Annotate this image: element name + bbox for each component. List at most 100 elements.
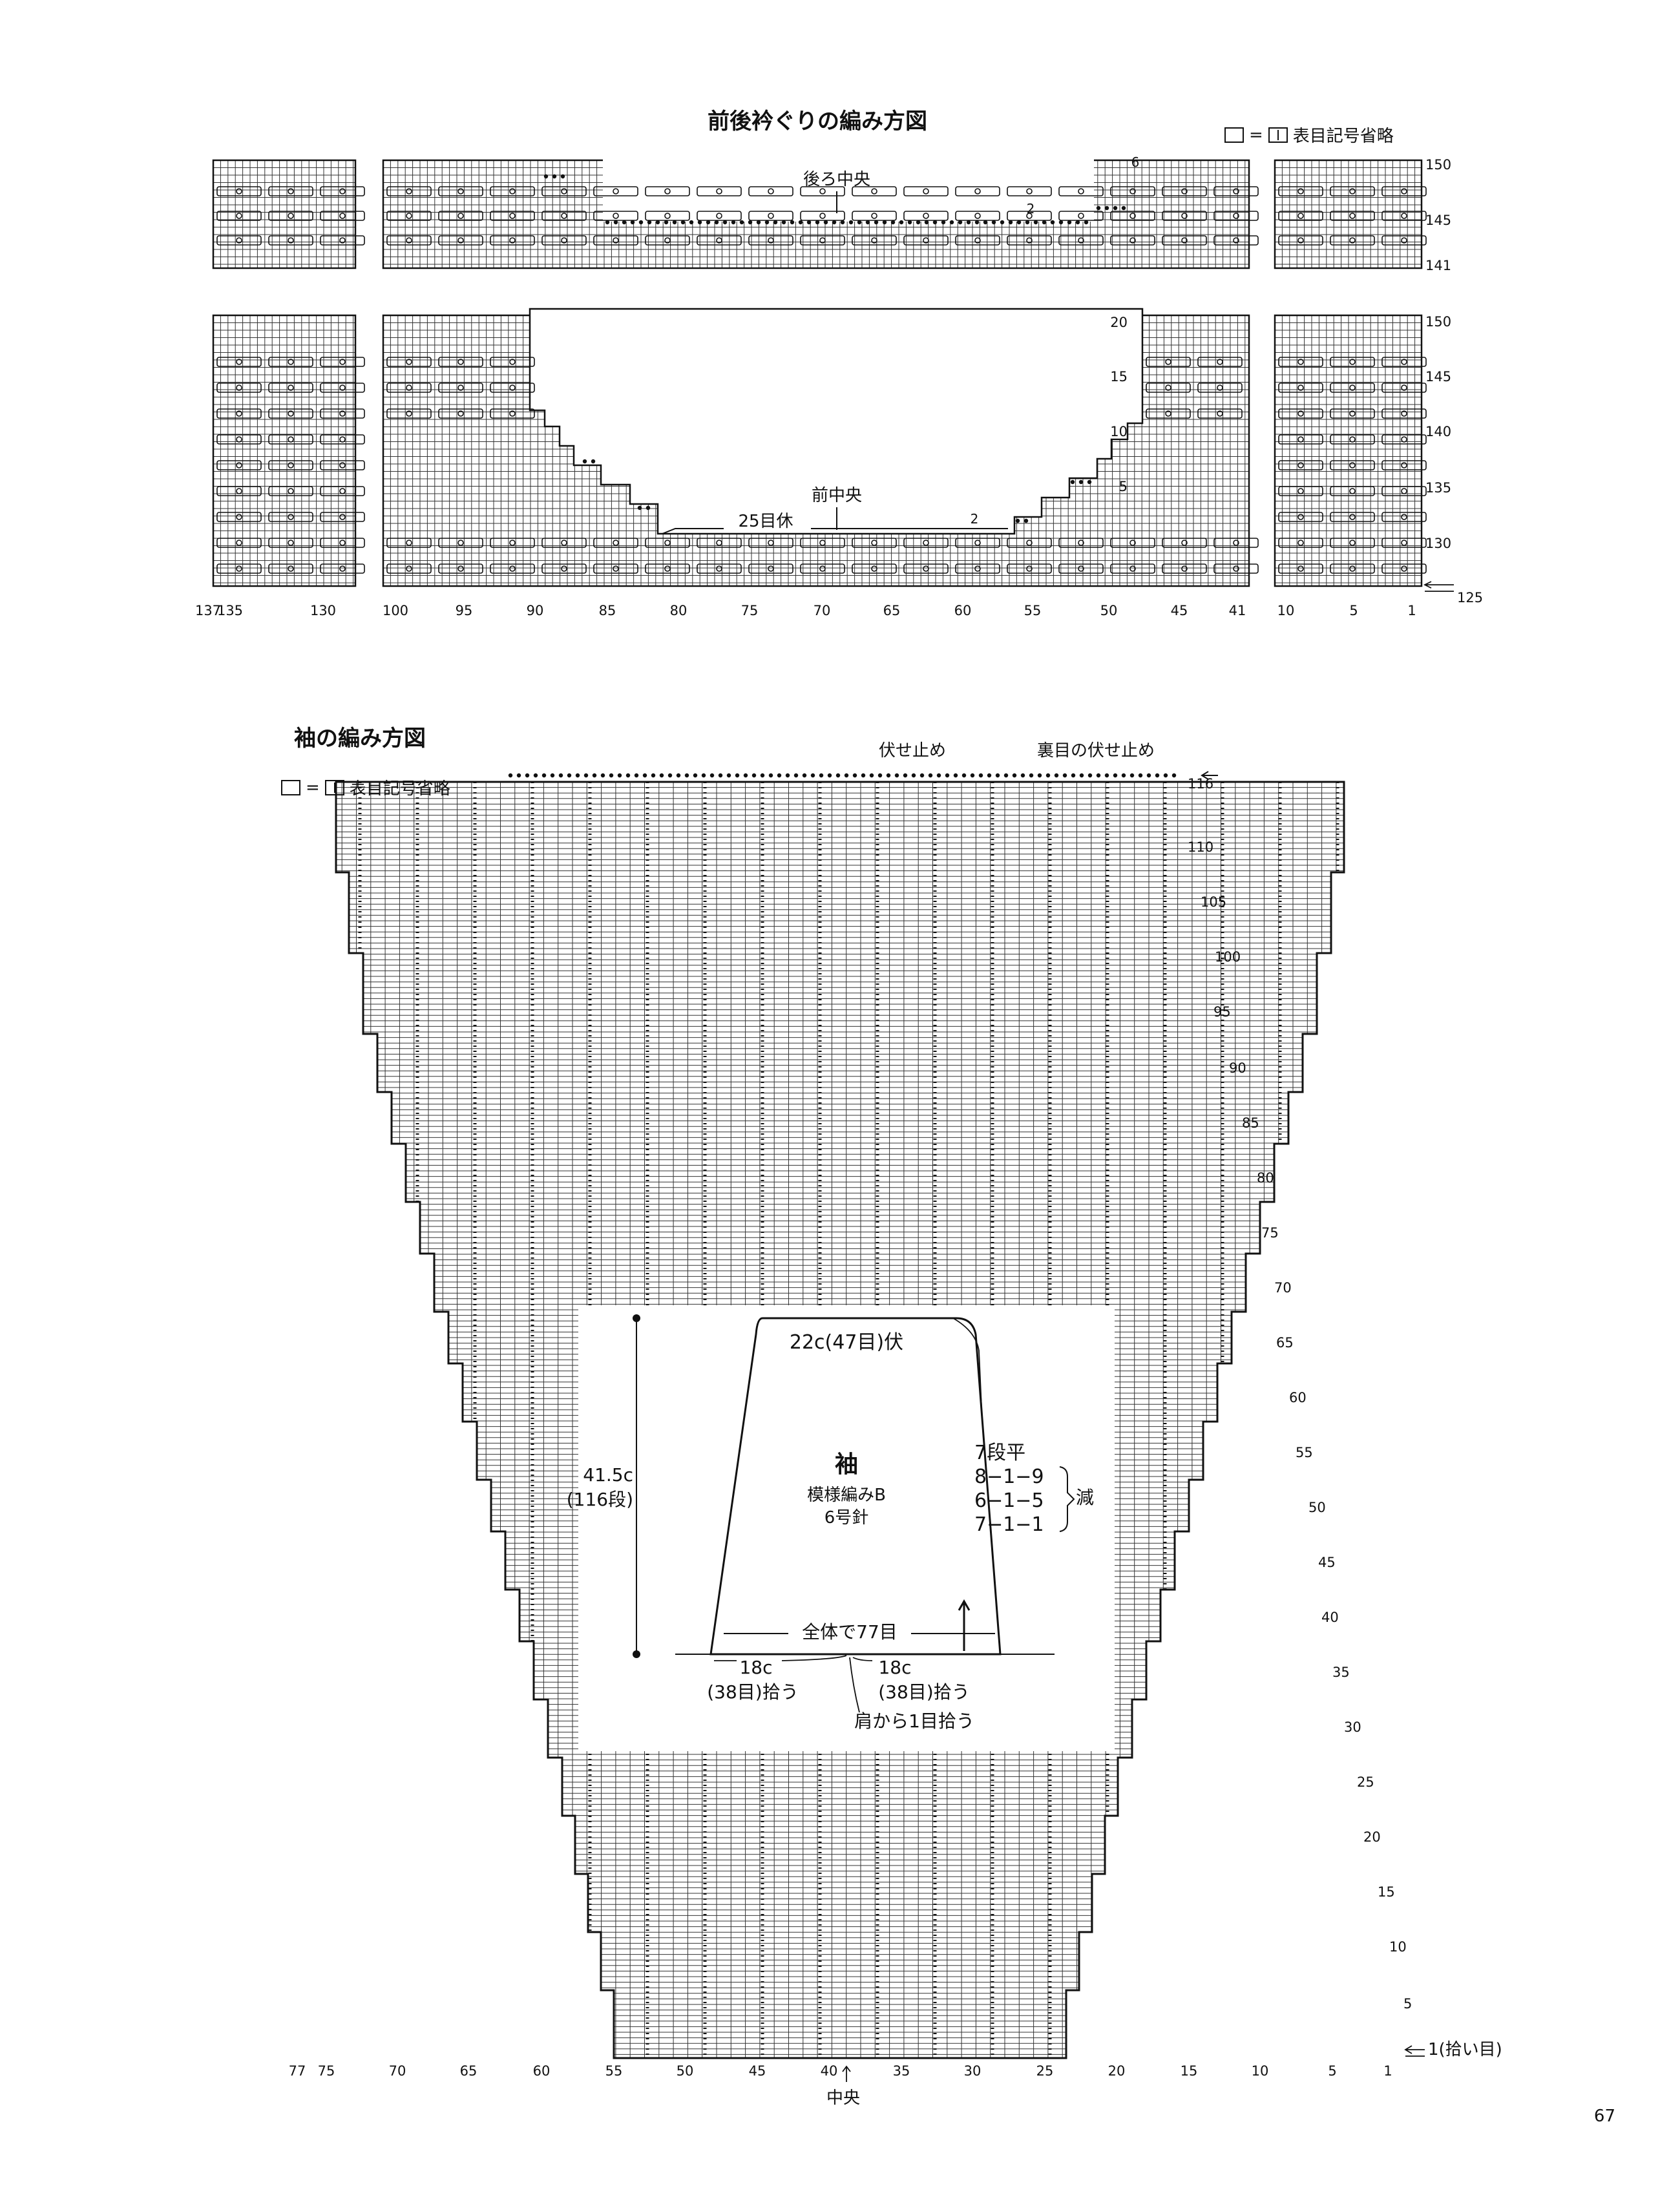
- front-cable: [386, 563, 432, 574]
- front-cable-loop: [1297, 540, 1304, 546]
- back-cable-loop: [768, 237, 774, 244]
- sleeve-legend-text: 表目記号省略: [349, 779, 450, 799]
- front-cable-loop: [1401, 540, 1407, 546]
- front-cable: [1330, 538, 1375, 548]
- back-neck-dots: [664, 220, 669, 225]
- bind-off-dots: [609, 773, 614, 778]
- front-cable-loop: [288, 410, 294, 417]
- front-col-label: 85: [599, 603, 616, 618]
- front-col-label: 137: [195, 603, 221, 618]
- bind-off-dots: [1087, 773, 1093, 778]
- front-cable-loop: [1349, 436, 1356, 443]
- decrease-rule-line: 7段平: [974, 1442, 1025, 1464]
- front-cable: [1278, 538, 1323, 548]
- back-neck-dots: [638, 220, 644, 225]
- front-cable: [1007, 538, 1052, 548]
- front-cable: [268, 486, 313, 496]
- back-row-label: 150: [1425, 157, 1451, 173]
- bind-off-arrow: [1201, 771, 1218, 780]
- back-cable-loop: [406, 237, 412, 244]
- front-cable-loop: [236, 565, 242, 572]
- sleeve-row-label: 105: [1201, 894, 1226, 910]
- back-cable: [1330, 235, 1375, 246]
- front-side-mark: 10: [1110, 424, 1128, 439]
- front-neck-dots: [582, 459, 587, 464]
- bind-off-dots: [1045, 773, 1051, 778]
- back-cable-loop: [1181, 188, 1188, 194]
- front-cable-loop: [1217, 384, 1223, 391]
- front-neck-dots: [646, 505, 651, 510]
- back-cable: [800, 211, 845, 221]
- front-cable: [438, 383, 483, 393]
- back-cable-loop: [819, 188, 826, 194]
- front-cable: [1278, 408, 1323, 419]
- bind-off-dots: [970, 773, 975, 778]
- back-grid-left-border: [212, 159, 357, 269]
- bind-off-dots: [508, 773, 513, 778]
- back-neck-dots: [1000, 220, 1005, 225]
- sleeve-col-label: 1: [1383, 2063, 1392, 2079]
- front-cable-loop: [1401, 565, 1407, 572]
- back-cable: [1058, 211, 1104, 221]
- front-cable: [320, 434, 365, 445]
- front-cable-loop: [339, 436, 346, 443]
- back-neck-dots: [991, 220, 996, 225]
- back-cable-loop: [1297, 188, 1304, 194]
- bind-off-dots: [861, 773, 866, 778]
- back-cable-loop: [1401, 213, 1407, 219]
- front-cable: [1330, 563, 1375, 574]
- bind-off-dots: [886, 773, 891, 778]
- back-cable: [1162, 235, 1207, 246]
- neckline-title: 前後衿ぐりの編み方図: [708, 109, 927, 134]
- back-cable-loop: [871, 237, 877, 244]
- bind-off-dots: [1071, 773, 1076, 778]
- knit-stitch-icon: [324, 779, 344, 795]
- bind-off-dots: [600, 773, 605, 778]
- back-cable: [1007, 211, 1052, 221]
- front-cable-loop: [1217, 410, 1223, 417]
- back-cable: [1213, 211, 1259, 221]
- front-col-label: 45: [1171, 603, 1188, 618]
- back-cable-loop: [288, 188, 294, 194]
- back-shoulder-dots: [560, 174, 565, 179]
- front-cable-loop: [1026, 565, 1033, 572]
- back-neck-dots: [790, 220, 795, 225]
- back-neck-dots: [714, 220, 719, 225]
- front-cable-loop: [613, 540, 619, 546]
- back-cable: [593, 186, 638, 196]
- back-cable: [1381, 211, 1427, 221]
- back-neck-dots: [806, 220, 812, 225]
- height-rows-label: (116段): [567, 1489, 633, 1510]
- front-cable: [1381, 512, 1427, 522]
- bind-off-dots: [709, 773, 715, 778]
- front-cable: [268, 434, 313, 445]
- back-cable: [1162, 211, 1207, 221]
- front-cable-loop: [1297, 359, 1304, 365]
- back-neck-dots: [865, 220, 870, 225]
- front-cable: [852, 563, 897, 574]
- back-cable: [1110, 211, 1155, 221]
- knit-stitch-icon: [1268, 127, 1288, 143]
- back-neck-dots: [798, 220, 803, 225]
- front-side-mark: 15: [1110, 369, 1128, 384]
- bind-off-dots: [1146, 773, 1151, 778]
- front-cable-loop: [768, 540, 774, 546]
- bind-off-dots: [693, 773, 698, 778]
- front-cable: [268, 563, 313, 574]
- bind-off-dots: [852, 773, 857, 778]
- front-row-label: 135: [1425, 480, 1451, 496]
- back-cable: [1381, 186, 1427, 196]
- front-rest-line: [662, 528, 1008, 534]
- front-cable: [1381, 538, 1427, 548]
- bind-off-dots: [768, 773, 773, 778]
- front-cable-loop: [509, 565, 516, 572]
- bind-off-dots: [1113, 773, 1118, 778]
- sleeve-row-label: 50: [1308, 1500, 1326, 1515]
- sleeve-row-label: 75: [1261, 1225, 1279, 1241]
- back-cable: [903, 186, 949, 196]
- bind-off-dots: [575, 773, 580, 778]
- front-cable: [320, 486, 365, 496]
- back-cable: [1110, 186, 1155, 196]
- back-neck-dots: [1084, 220, 1089, 225]
- back-cable-loop: [716, 188, 722, 194]
